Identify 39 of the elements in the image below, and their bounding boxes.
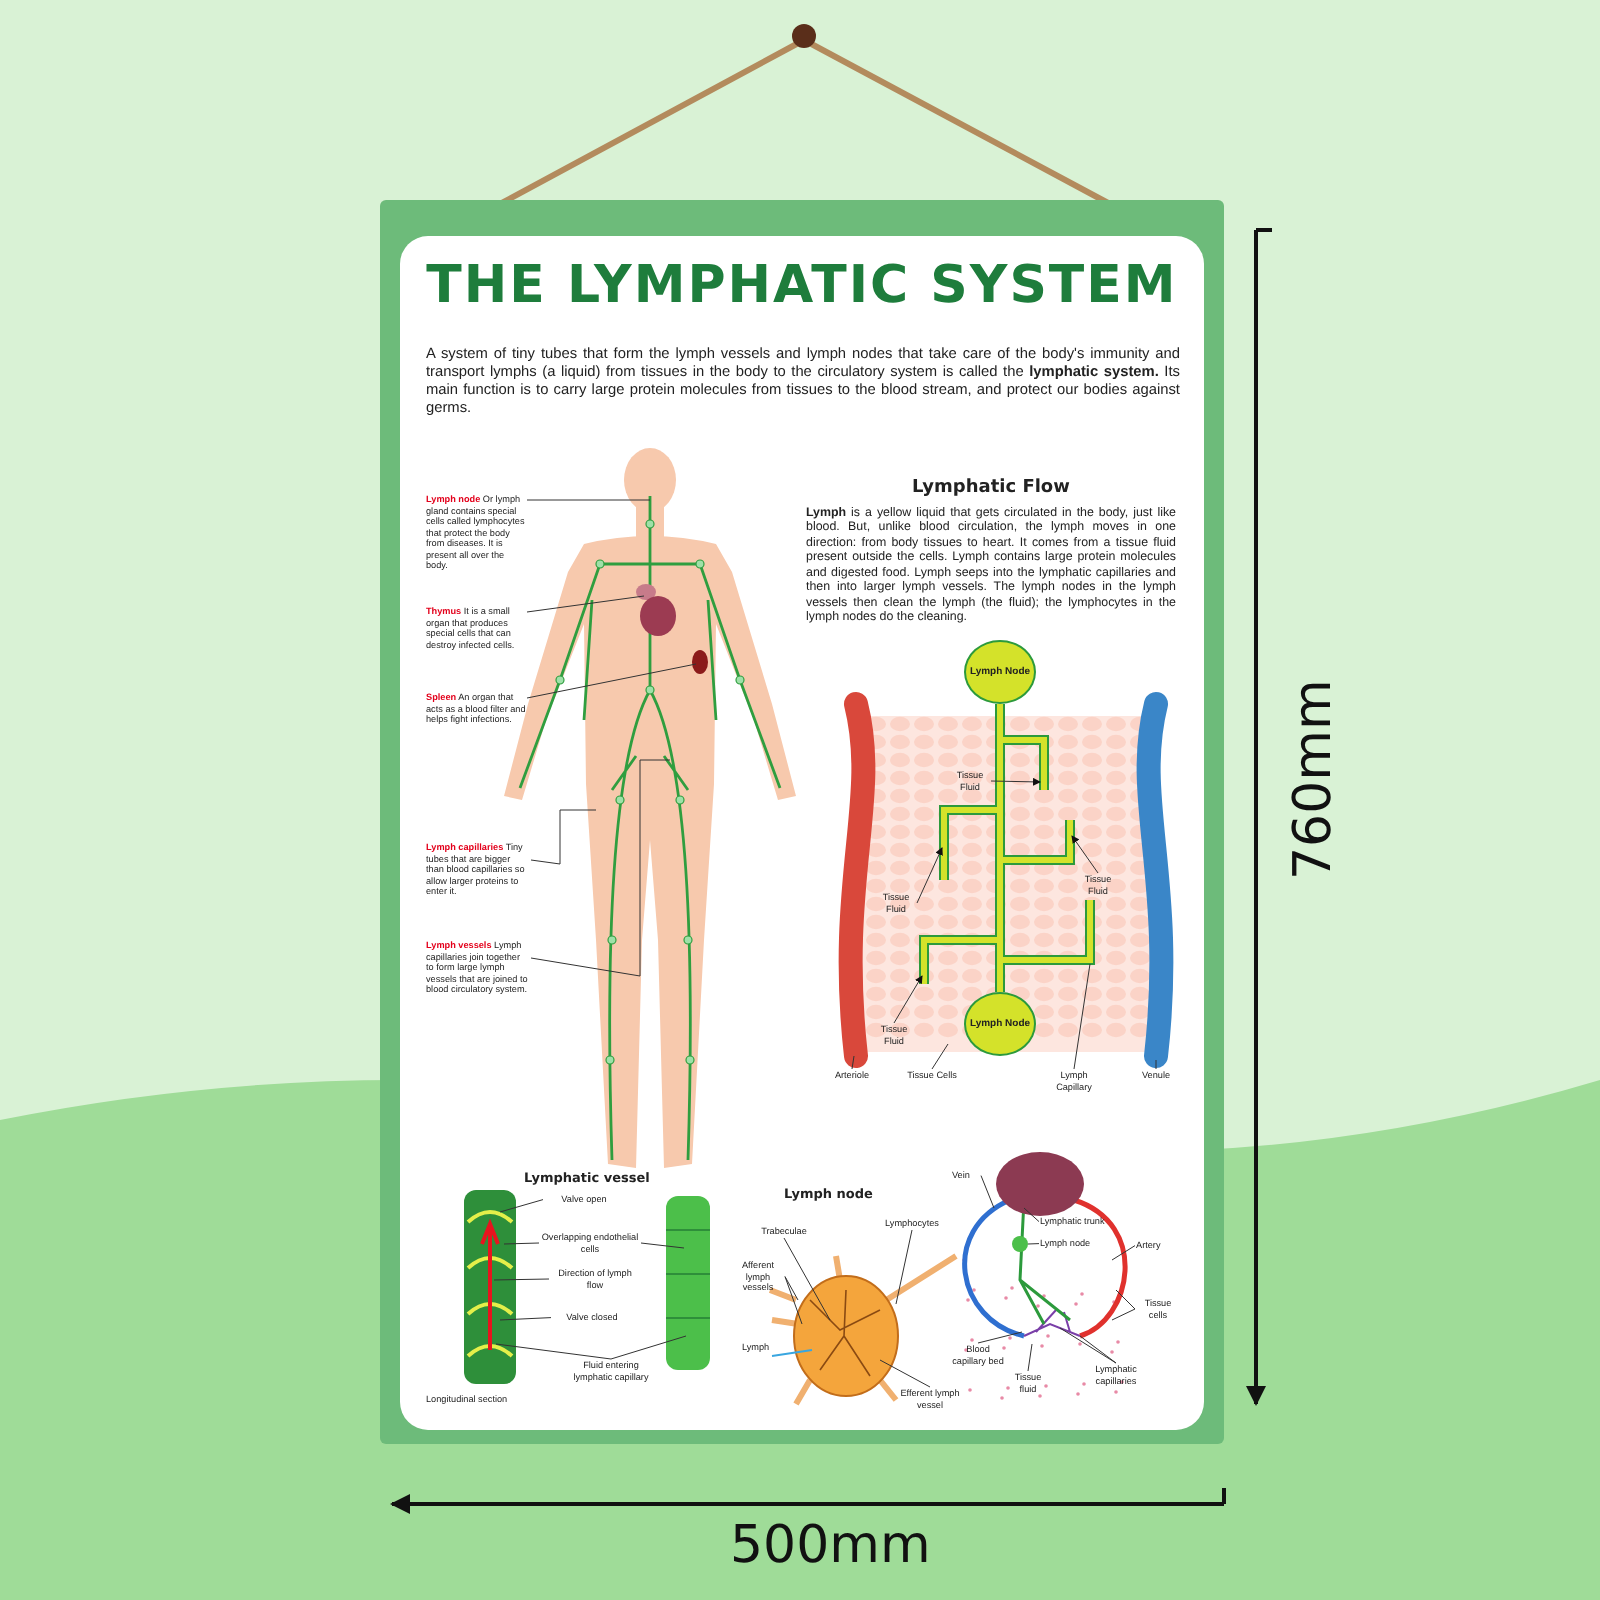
leader-line: [1027, 1343, 1033, 1372]
leader-line: [1027, 1243, 1040, 1245]
dimension-label: 500mm: [730, 1516, 931, 1579]
leader-line: [784, 1276, 803, 1325]
leader-line: [783, 1237, 831, 1321]
leader-line: [499, 1317, 552, 1321]
leader-line: [879, 1359, 931, 1388]
leader-line: [526, 499, 651, 501]
poster-title: THE LYMPHATIC SYSTEM: [424, 256, 1180, 319]
leader-line: [503, 1242, 540, 1245]
leader-line: [1023, 1207, 1040, 1223]
arrow: [916, 847, 943, 904]
leader-line: [931, 1043, 949, 1070]
leader-line: [851, 1055, 855, 1070]
leader-line: [1115, 1289, 1136, 1310]
arrow: [1071, 835, 1099, 874]
leader-line: [526, 595, 645, 613]
leader-line: [526, 663, 697, 699]
leader-line: [493, 1278, 550, 1281]
leader-line: [980, 1175, 995, 1209]
leader-line: [499, 1199, 544, 1213]
leader-line: [1111, 1245, 1136, 1261]
section-heading: Lymphatic Flow: [910, 478, 1072, 500]
leader-line: [1111, 1308, 1136, 1321]
arrow: [990, 777, 1041, 786]
leader-line: [977, 1331, 1023, 1344]
leader-line: [530, 809, 597, 865]
leader-line: [1155, 1059, 1157, 1070]
leader-line: [1059, 1327, 1117, 1364]
arrow: [893, 975, 923, 1024]
leader-line: [640, 1242, 685, 1249]
leader-line: [530, 759, 671, 977]
leader-line: [495, 1343, 612, 1360]
leader-line: [1079, 1335, 1117, 1364]
leader-line: [1073, 963, 1091, 1070]
dimension-label: 760mm: [1284, 679, 1346, 880]
leader-line: [784, 1276, 799, 1301]
leader-line: [895, 1229, 913, 1305]
leader-line: [610, 1335, 687, 1360]
